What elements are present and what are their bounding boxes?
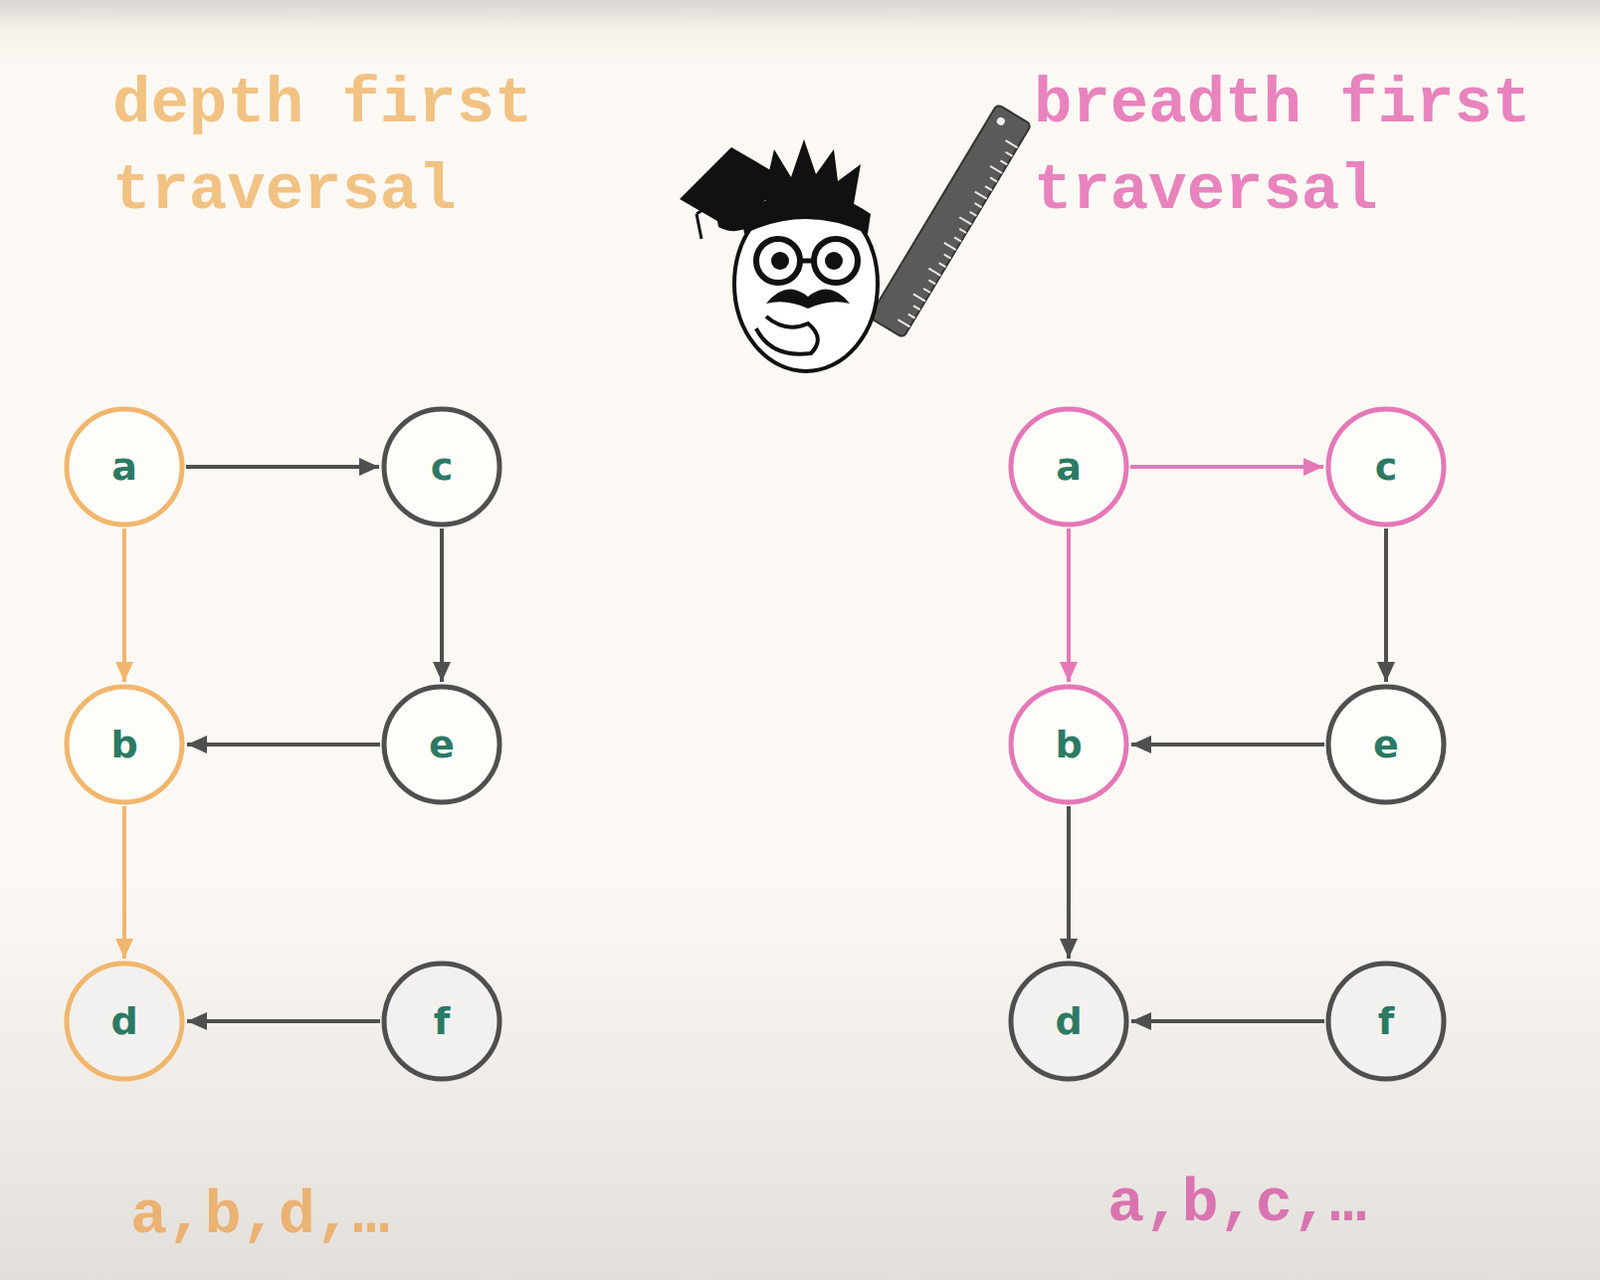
graph-node: c (1324, 404, 1448, 529)
node-letter: a (62, 404, 187, 529)
directed-edge (1066, 528, 1071, 682)
node-letter: c (1324, 404, 1448, 529)
graph-node: a (1006, 404, 1131, 529)
graph-node: b (1006, 682, 1131, 806)
graduation-cap (679, 147, 787, 239)
directed-edge (187, 1018, 381, 1023)
node-letter: d (1006, 959, 1131, 1083)
heading: breadth first traversal (1033, 61, 1570, 235)
graph-node: f (380, 959, 504, 1083)
directed-edge (1131, 742, 1325, 747)
node-letter: a (1006, 404, 1131, 529)
graph-node: e (1324, 682, 1448, 806)
directed-edge (1130, 464, 1324, 469)
traversal-order: a,b,d,… (130, 1174, 464, 1258)
traversal-order: a,b,c,… (1107, 1162, 1441, 1246)
directed-edge (122, 805, 127, 959)
graph-node: e (380, 682, 504, 806)
directed-edge (122, 528, 127, 682)
graph-node: d (1006, 959, 1131, 1083)
graph-node: a (62, 404, 187, 529)
directed-edge (187, 742, 381, 747)
node-letter: b (62, 682, 187, 806)
ruler-icon (868, 104, 1031, 339)
directed-edge (1131, 1018, 1325, 1023)
directed-edge (186, 464, 380, 469)
graph-node: c (380, 404, 504, 529)
graph-node: d (62, 959, 187, 1083)
node-letter: b (1006, 682, 1131, 806)
directed-edge (439, 528, 444, 682)
directed-edge (1066, 805, 1071, 959)
node-letter: c (380, 404, 504, 529)
node-letter: e (380, 682, 504, 806)
node-letter: f (1324, 959, 1448, 1083)
directed-edge (1384, 528, 1389, 682)
node-letter: f (380, 959, 504, 1083)
graph-node: f (1324, 959, 1448, 1083)
node-letter: e (1324, 682, 1448, 806)
heading: depth first traversal (112, 61, 572, 235)
graph-node: b (62, 682, 187, 806)
node-letter: d (62, 959, 187, 1083)
